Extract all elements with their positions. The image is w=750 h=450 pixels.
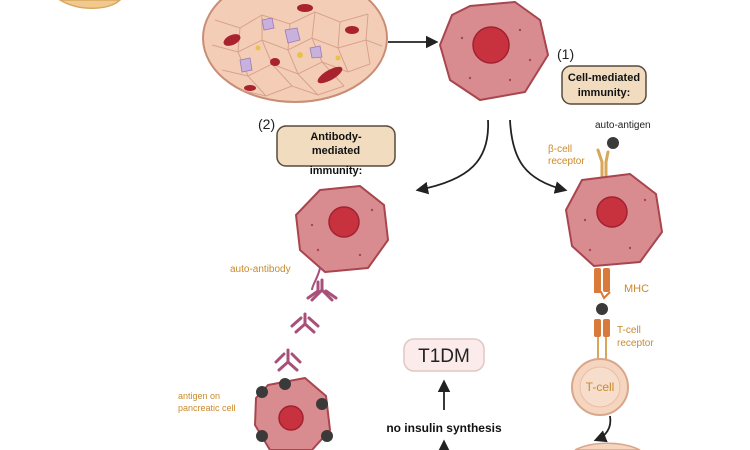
presented-antigen: [596, 303, 608, 315]
beta-cell-cell-mediated-branch: [565, 173, 663, 267]
mhc-label: MHC: [624, 283, 649, 295]
beta-cell-antibody-branch: [295, 185, 389, 273]
arrow-to-antibody-branch: [415, 119, 489, 195]
antibody-mediated-label-box: Antibody- mediated immunity:: [276, 125, 396, 177]
tcell-receptor: [594, 319, 610, 360]
step2-number: (2): [258, 116, 275, 132]
tcell-label: T-cell: [586, 380, 615, 394]
antibody-mediated-title-line3: immunity:: [310, 165, 363, 177]
beta-cell-receptor-line1: β-cell: [548, 144, 572, 155]
tcell-receptor-line2: receptor: [617, 338, 654, 349]
beta-cell-top: [439, 1, 549, 101]
antibody-mediated-title-line1: Antibody-: [310, 131, 362, 143]
auto-antibody-label: auto-antibody: [230, 264, 291, 275]
bound-auto-antigens: [256, 378, 333, 442]
auto-antibody-connector: [311, 267, 321, 291]
no-insulin-label: no insulin synthesis: [386, 421, 502, 435]
antibody-mediated-title-line2: mediated: [312, 145, 360, 157]
mhc-molecule: [594, 268, 611, 300]
beta-cell-receptor-line2: receptor: [548, 156, 585, 167]
tcell: T-cell: [571, 358, 629, 416]
t1dm-box: T1DM: [403, 338, 485, 372]
step1-number: (1): [557, 46, 574, 62]
arrow-from-tcell: [593, 415, 612, 443]
arrow-to-cell-mediated-branch: [509, 119, 568, 194]
cell-mediated-title-line2: immunity:: [578, 87, 631, 99]
antigen-on-line1: antigen on: [178, 391, 220, 401]
pancreatic-islet-tissue: [202, 0, 388, 103]
pancreatic-cell-bottom: [254, 377, 331, 450]
auto-antigen-ball: [607, 137, 619, 149]
antibody-3: [274, 348, 302, 372]
antibody-1: [306, 278, 338, 302]
cell-mediated-label-box: Cell-mediated immunity:: [561, 65, 647, 105]
auto-antigen-label: auto-antigen: [595, 120, 651, 131]
partial-tissue-corner: [58, 0, 122, 9]
cell-mediated-title-line1: Cell-mediated: [568, 72, 640, 84]
antibody-2: [290, 312, 320, 334]
antigen-on-line2: pancreatic cell: [178, 403, 236, 413]
partial-cell-bottom-right: [574, 442, 641, 450]
t1dm-label: T1DM: [418, 346, 470, 367]
tcell-receptor-line1: T-cell: [617, 325, 641, 336]
